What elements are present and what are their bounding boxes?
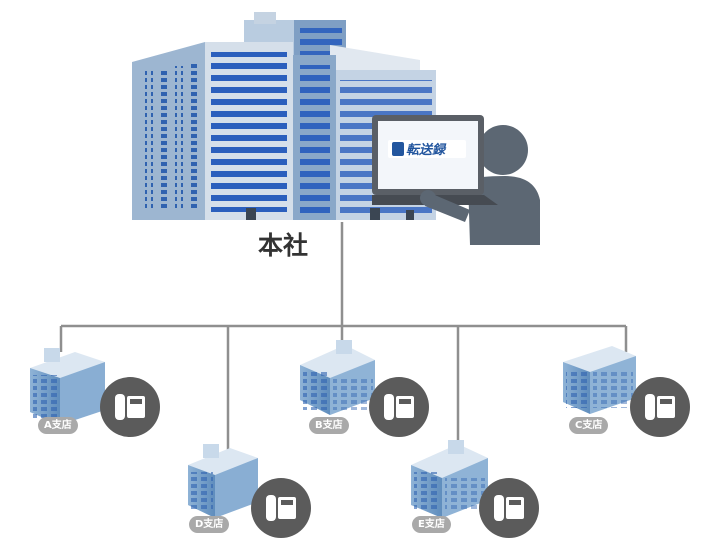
branch-d-label: D支店 bbox=[189, 516, 230, 533]
branch-b-building bbox=[300, 340, 375, 415]
person-head-icon bbox=[478, 125, 528, 175]
branch-b-phone-icon bbox=[369, 377, 429, 437]
branch-e-label: E支店 bbox=[412, 516, 451, 533]
branch-a-building bbox=[30, 348, 105, 425]
phone-logo-icon bbox=[392, 142, 404, 156]
screen-logo-text: 転送録 bbox=[406, 142, 447, 158]
person-with-laptop bbox=[372, 115, 540, 245]
branch-d-building bbox=[188, 444, 258, 518]
branch-a-label: A支店 bbox=[38, 417, 78, 434]
branch-c-building bbox=[563, 346, 636, 414]
branch-e-building bbox=[411, 440, 488, 518]
branch-b-label: B支店 bbox=[309, 417, 349, 434]
headquarters-label: 本社 bbox=[257, 231, 308, 260]
branch-e-phone-icon bbox=[479, 478, 539, 538]
branch-c-label: C支店 bbox=[569, 417, 609, 434]
network-lines bbox=[59, 222, 628, 450]
branch-d-phone-icon bbox=[251, 478, 311, 538]
branch-c-phone-icon bbox=[630, 377, 690, 437]
branch-a-phone-icon bbox=[100, 377, 160, 437]
screen-logo: 転送録 bbox=[388, 140, 466, 158]
